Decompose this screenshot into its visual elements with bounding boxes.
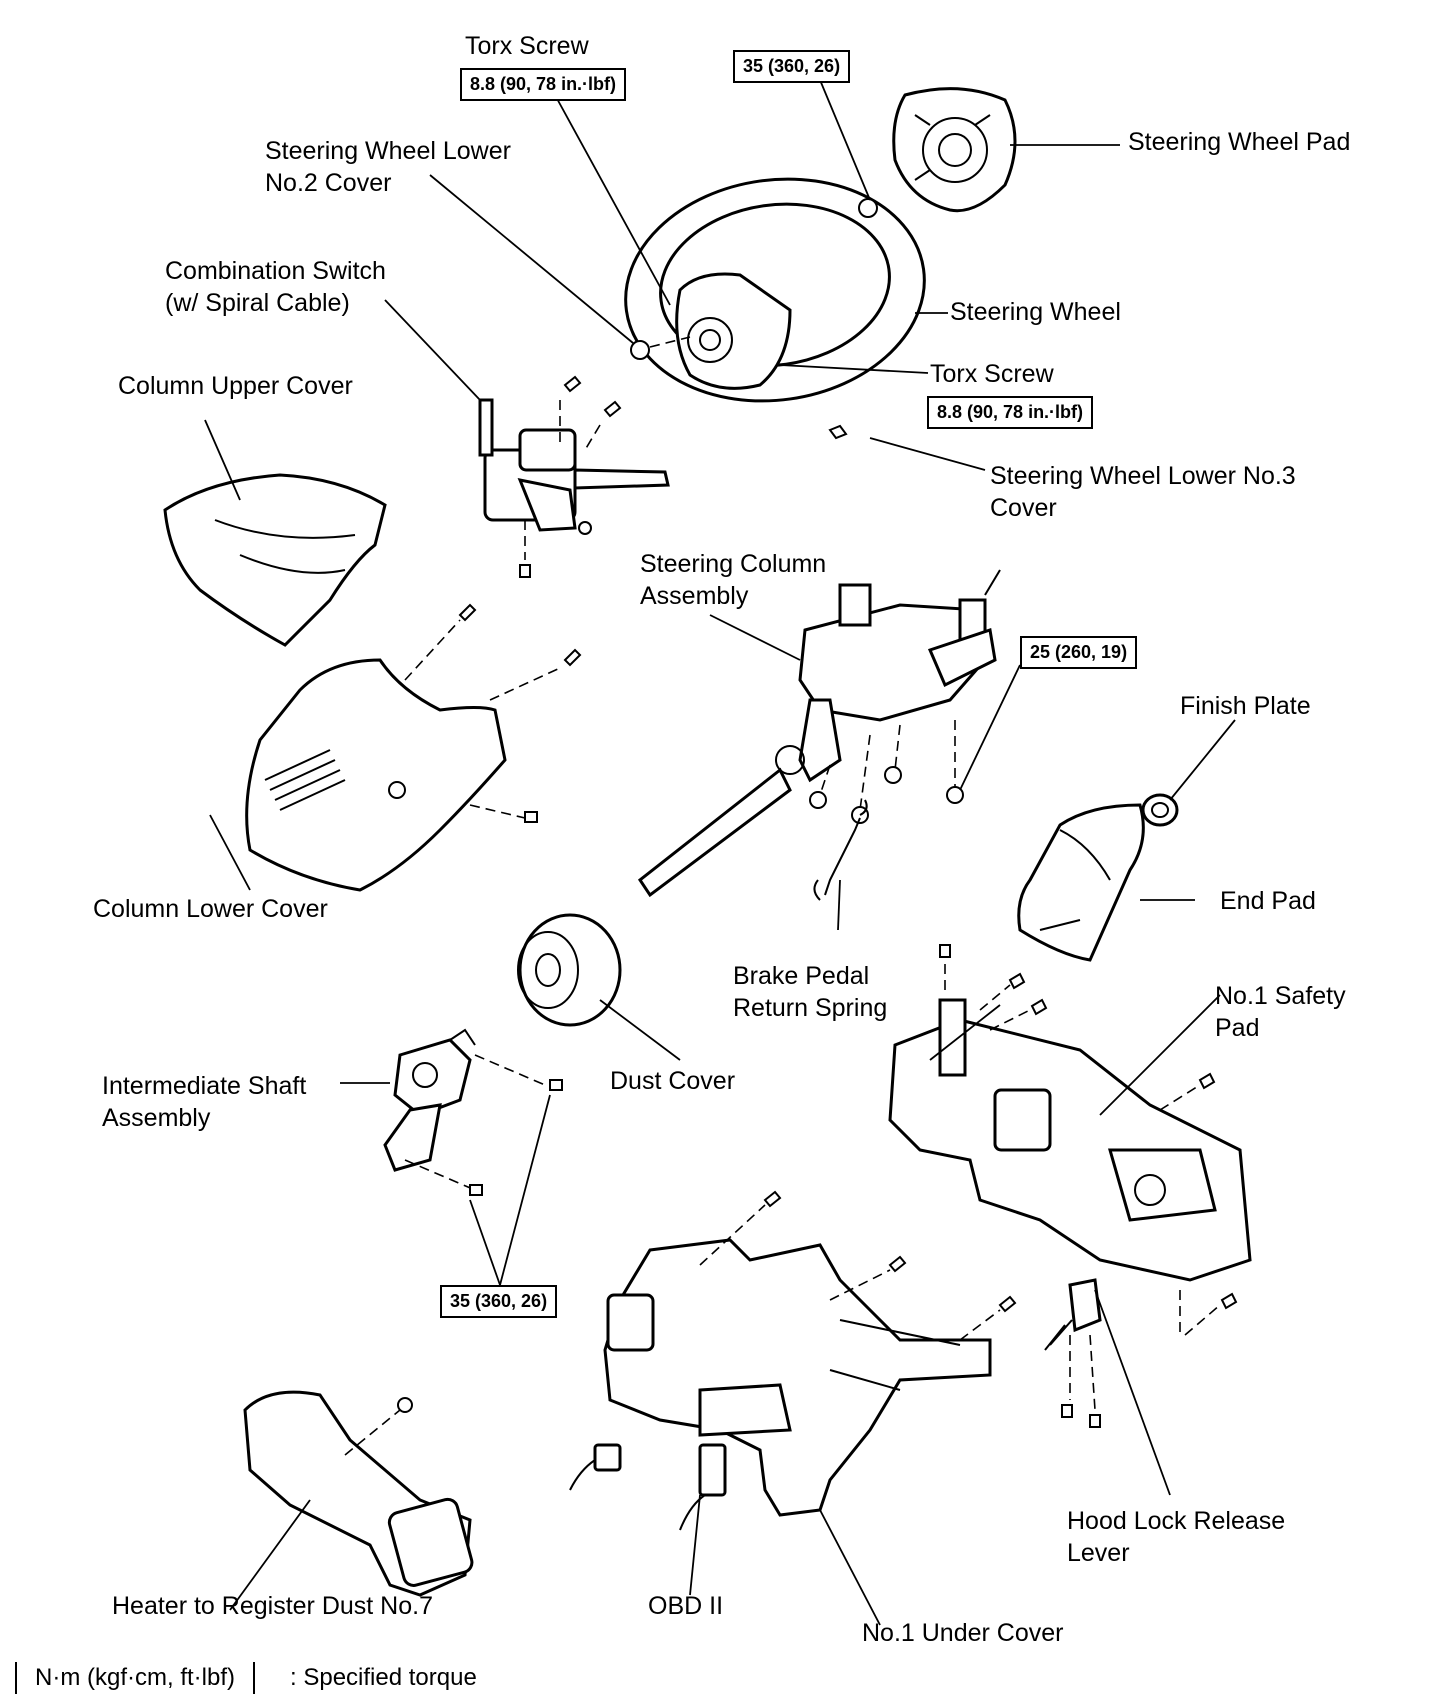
label-brake-pedal-return-spring: Brake Pedal Return Spring (733, 962, 888, 1022)
label-intermediate-shaft-assembly: Intermediate Shaft Assembly (102, 1072, 307, 1132)
intermediate-shaft-illustration (383, 1028, 476, 1172)
label-torx-screw-mid: Torx Screw (930, 360, 1054, 388)
label-obd-ii: OBD II (648, 1592, 724, 1620)
heater-duct-illustration (243, 1390, 474, 1597)
label-no1-under-cover: No.1 Under Cover (862, 1619, 1064, 1647)
label-steering-column-assembly: Steering Column Assembly (640, 550, 827, 610)
torque-box-shaft-bolt: 35 (360, 26) (440, 1285, 558, 1318)
label-torx-screw-top: Torx Screw (465, 32, 589, 60)
label-heater-to-register-dust: Heater to Register Dust No.7 (112, 1592, 433, 1620)
brake-pedal-return-spring-illustration (813, 799, 868, 901)
label-column-lower-cover: Column Lower Cover (93, 895, 328, 923)
label-dust-cover: Dust Cover (610, 1067, 736, 1095)
torque-box-torx-mid: 8.8 (90, 78 in.·lbf) (927, 396, 1094, 429)
no1-under-cover-illustration (603, 1238, 992, 1517)
legend-unit-box: N·m (kgf·cm, ft·lbf) (15, 1662, 255, 1694)
torque-box-column-nut: 25 (260, 19) (1020, 636, 1138, 669)
label-finish-plate: Finish Plate (1180, 692, 1311, 720)
legend-description: : Specified torque (290, 1664, 477, 1691)
no1-safety-pad-illustration (888, 998, 1252, 1282)
dust-cover-illustration (517, 913, 622, 1027)
torque-box-pad-nut: 35 (360, 26) (733, 50, 851, 83)
steering-column-assembly-illustration (637, 569, 1001, 898)
column-lower-cover-illustration (245, 658, 507, 892)
steering-wheel-pad-illustration (892, 87, 1120, 213)
finish-plate-illustration (1141, 793, 1179, 827)
label-combination-switch: Combination Switch (w/ Spiral Cable) (165, 257, 386, 317)
label-end-pad: End Pad (1220, 887, 1316, 915)
label-steering-wheel-pad: Steering Wheel Pad (1128, 128, 1351, 156)
label-steering-wheel: Steering Wheel (950, 298, 1121, 326)
column-upper-cover-illustration (163, 473, 387, 647)
label-steering-wheel-lower-no3-cover: Steering Wheel Lower No.3 Cover (990, 462, 1296, 522)
torque-box-torx-top: 8.8 (90, 78 in.·lbf) (460, 68, 627, 101)
steering-wheel-illustration (624, 177, 948, 440)
label-steering-wheel-lower-no2-cover: Steering Wheel Lower No.2 Cover (265, 137, 511, 197)
label-no1-safety-pad: No.1 Safety Pad (1215, 982, 1346, 1042)
label-column-upper-cover: Column Upper Cover (118, 372, 353, 400)
combination-switch-illustration (478, 398, 670, 535)
obd-ii-connector (698, 1443, 727, 1497)
hood-lock-release-illustration (1044, 1278, 1102, 1351)
label-hood-lock-release-lever: Hood Lock Release Lever (1067, 1507, 1286, 1567)
end-pad-illustration (1017, 803, 1145, 962)
